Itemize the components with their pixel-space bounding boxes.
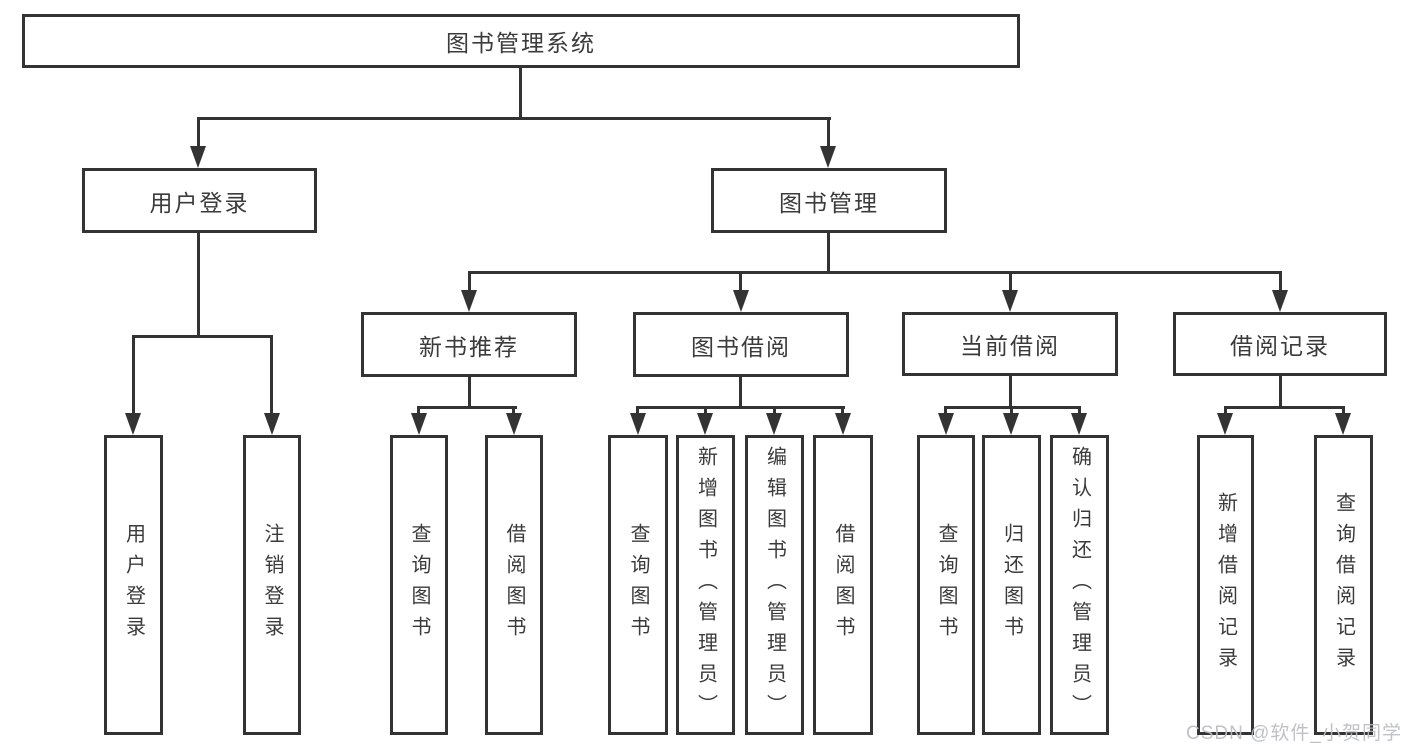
arrowhead-down-icon	[630, 413, 646, 435]
root-node-library-management-system: 图书管理系统	[22, 14, 1020, 68]
leaf-query-books-current: 查询图书	[917, 435, 975, 735]
arrowhead-down-icon	[1217, 413, 1233, 435]
node-borrow-record: 借阅记录	[1173, 312, 1387, 376]
connector	[739, 377, 742, 409]
connector	[1010, 406, 1013, 415]
csdn-watermark: CSDN @软件_小贺同学	[1186, 723, 1402, 744]
connector	[827, 233, 830, 273]
leaf-return-books: 归还图书	[982, 435, 1041, 735]
connector	[512, 406, 515, 415]
arrowhead-down-icon	[264, 413, 280, 435]
arrowhead-down-icon	[506, 413, 522, 435]
connector	[1342, 406, 1345, 415]
connector	[1279, 271, 1282, 292]
leaf-user-login: 用户登录	[104, 435, 163, 735]
connector	[519, 68, 522, 120]
connector	[1224, 406, 1345, 409]
connector	[944, 406, 947, 415]
arrowhead-down-icon	[461, 290, 477, 312]
connector	[704, 406, 707, 415]
leaf-borrow-books: 借阅图书	[813, 435, 873, 735]
arrowhead-down-icon	[1071, 413, 1087, 435]
connector	[636, 406, 845, 409]
arrowhead-down-icon	[190, 146, 206, 168]
leaf-query-books-recommend: 查询图书	[390, 435, 448, 735]
connector	[841, 406, 844, 415]
node-book-borrow: 图书借阅	[633, 312, 849, 377]
connector	[1009, 271, 1012, 292]
connector	[197, 117, 831, 120]
arrowhead-down-icon	[835, 413, 851, 435]
arrowhead-down-icon	[125, 413, 141, 435]
arrowhead-down-icon	[1002, 290, 1018, 312]
arrowhead-down-icon	[1335, 413, 1351, 435]
connector	[1224, 406, 1227, 415]
connector	[417, 406, 420, 415]
connector	[1009, 376, 1012, 409]
node-user-login: 用户登录	[82, 168, 317, 233]
connector	[270, 335, 273, 415]
connector	[468, 271, 471, 292]
connector	[468, 377, 471, 409]
connector	[417, 406, 517, 409]
arrowhead-down-icon	[820, 146, 836, 168]
node-book-management: 图书管理	[711, 168, 947, 233]
arrowhead-down-icon	[1003, 413, 1019, 435]
connector	[636, 406, 639, 415]
connector	[197, 117, 200, 149]
connector	[1279, 376, 1282, 409]
leaf-add-book-admin: 新增图书（管理员）	[676, 435, 735, 735]
connector	[197, 233, 200, 337]
connector	[739, 271, 742, 292]
leaf-edit-book-admin: 编辑图书（管理员）	[745, 435, 804, 735]
leaf-add-borrow-record: 新增借阅记录	[1197, 435, 1254, 735]
leaf-borrow-books-recommend: 借阅图书	[485, 435, 543, 735]
arrowhead-down-icon	[1272, 290, 1288, 312]
leaf-query-borrow-record: 查询借阅记录	[1314, 435, 1373, 735]
arrowhead-down-icon	[938, 413, 954, 435]
arrowhead-down-icon	[766, 413, 782, 435]
connector	[132, 335, 135, 415]
leaf-query-books-borrow: 查询图书	[608, 435, 668, 735]
leaf-confirm-return-admin: 确认归还（管理员）	[1050, 435, 1109, 735]
arrowhead-down-icon	[411, 413, 427, 435]
connector	[773, 406, 776, 415]
node-current-borrow: 当前借阅	[902, 312, 1118, 376]
connector	[468, 271, 1282, 274]
connector	[827, 117, 830, 149]
node-new-book-recommend: 新书推荐	[361, 312, 577, 377]
leaf-logout: 注销登录	[243, 435, 301, 735]
connector	[132, 335, 273, 338]
arrowhead-down-icon	[733, 290, 749, 312]
arrowhead-down-icon	[697, 413, 713, 435]
connector	[1078, 406, 1081, 415]
